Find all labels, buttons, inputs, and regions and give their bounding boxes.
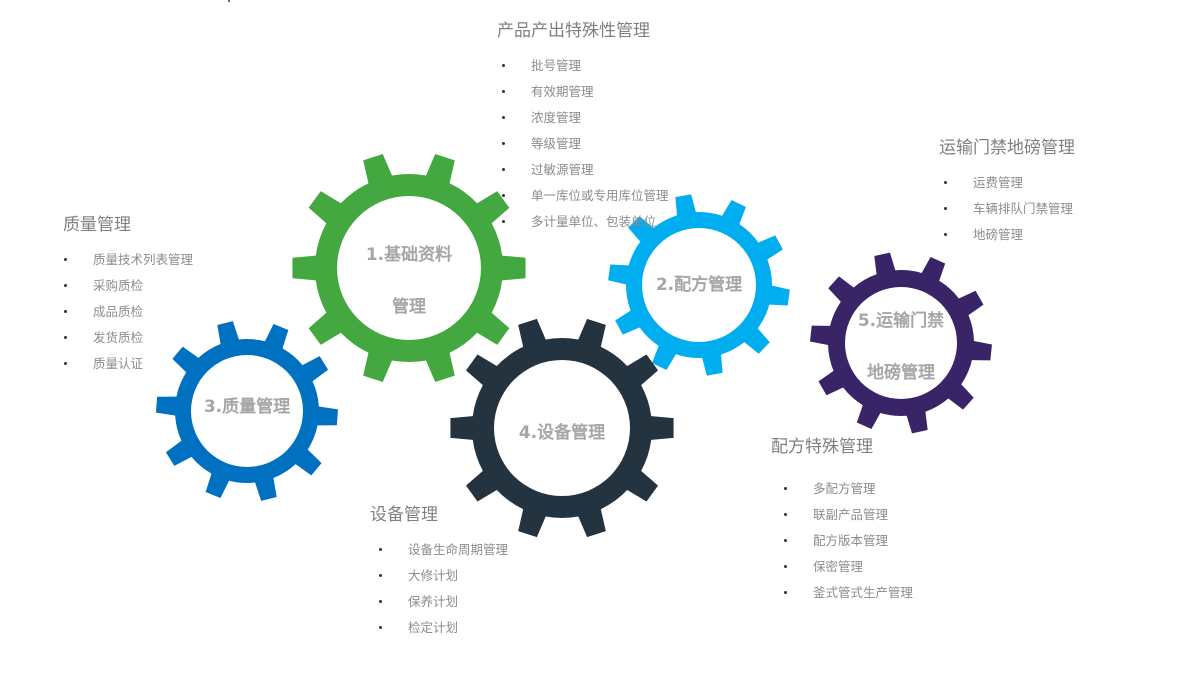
block-title: 运输门禁地磅管理 xyxy=(939,138,1075,158)
formula-block: 配方特殊管理 多配方管理 联副产品管理 配方版本管理 保密管理 釜式管式生产管理 xyxy=(771,432,913,610)
gear-label-line-1: 2.配方管理 xyxy=(655,275,743,295)
list-item: 成品质检 xyxy=(63,303,193,329)
list-item: 地磅管理 xyxy=(944,226,1075,252)
equipment-block: 设备管理 设备生命周期管理 大修计划 保养计划 检定计划 xyxy=(370,500,508,645)
gear-label-line-1: 1.基础资料 xyxy=(365,245,453,265)
gear-label-line-1: 5.运输门禁 xyxy=(857,311,945,331)
list-item: 质量技术列表管理 xyxy=(63,251,193,277)
gear-label-formula: 2.配方管理 xyxy=(629,259,769,311)
list-item: 车辆排队门禁管理 xyxy=(944,200,1075,226)
list-item: 浓度管理 xyxy=(502,109,669,135)
gear-label-basic-data: 1.基础资料 管理 xyxy=(329,229,489,333)
gear-label-quality: 3.质量管理 xyxy=(177,381,317,433)
list-item: 批号管理 xyxy=(502,57,669,83)
list-item: 多计量单位、包装单位 xyxy=(502,213,669,239)
product-block: 产品产出特殊性管理 批号管理 有效期管理 浓度管理 等级管理 过敏源管理 单一库… xyxy=(497,16,669,239)
list-item: 单一库位或专用库位管理 xyxy=(502,187,669,213)
block-title: 产品产出特殊性管理 xyxy=(497,21,650,41)
list-item: 质量认证 xyxy=(63,355,193,381)
list-item: 等级管理 xyxy=(502,135,669,161)
quality-block: 质量管理 质量技术列表管理 采购质检 成品质检 发货质检 质量认证 xyxy=(63,210,193,381)
stray-dot xyxy=(228,0,230,2)
list-item: 保密管理 xyxy=(783,558,913,584)
list-item: 过敏源管理 xyxy=(502,161,669,187)
list-item: 联副产品管理 xyxy=(783,506,913,532)
gear-label-line-1: 4.设备管理 xyxy=(518,423,606,443)
list-item: 发货质检 xyxy=(63,329,193,355)
list-item: 多配方管理 xyxy=(783,480,913,506)
block-title: 设备管理 xyxy=(370,505,438,525)
block-title: 配方特殊管理 xyxy=(771,437,873,457)
list-item: 大修计划 xyxy=(378,567,508,593)
gear-label-line-1: 3.质量管理 xyxy=(203,397,291,417)
gear-label-line-2: 地磅管理 xyxy=(867,363,935,383)
block-title: 质量管理 xyxy=(63,215,131,235)
list-item: 运费管理 xyxy=(944,174,1075,200)
gear-label-transport: 5.运输门禁 地磅管理 xyxy=(831,295,971,399)
list-item: 有效期管理 xyxy=(502,83,669,109)
transport-block: 运输门禁地磅管理 运费管理 车辆排队门禁管理 地磅管理 xyxy=(939,133,1075,252)
list-item: 釜式管式生产管理 xyxy=(783,584,913,610)
gear-label-line-2: 管理 xyxy=(392,297,426,317)
list-item: 检定计划 xyxy=(378,619,508,645)
list-item: 设备生命周期管理 xyxy=(378,541,508,567)
list-item: 采购质检 xyxy=(63,277,193,303)
list-item: 保养计划 xyxy=(378,593,508,619)
list-item: 配方版本管理 xyxy=(783,532,913,558)
gear-label-equipment: 4.设备管理 xyxy=(487,407,637,459)
